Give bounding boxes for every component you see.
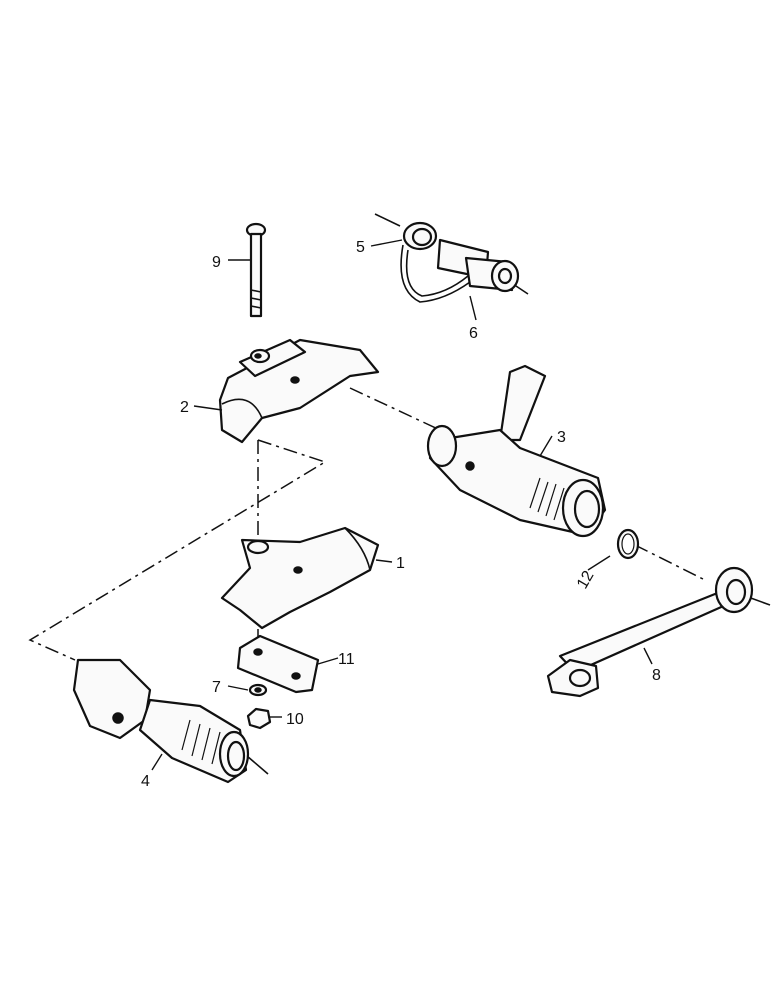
callout-12: 12 <box>574 568 598 592</box>
callout-11: 11 <box>338 651 355 668</box>
callout-1: 1 <box>396 555 405 572</box>
part-1-lower-bracket <box>220 526 380 630</box>
leader-lines <box>151 239 653 771</box>
part-5-6-pin-and-chain <box>400 221 520 303</box>
part-2-upper-bracket <box>218 338 380 444</box>
callout-7: 7 <box>212 679 221 696</box>
part-10-nut <box>246 707 272 730</box>
part-8-handle <box>546 566 754 698</box>
callout-6: 6 <box>469 325 478 342</box>
part-9-bolt <box>245 222 267 318</box>
callout-2: 2 <box>180 399 189 416</box>
part-3-coupler <box>426 364 607 538</box>
callout-4: 4 <box>141 773 150 790</box>
part-4-coupler <box>72 658 250 784</box>
callout-labels: 9 5 6 2 3 1 12 11 7 10 4 8 <box>141 239 661 790</box>
callout-3: 3 <box>557 429 566 446</box>
part-12-ring <box>616 528 640 560</box>
part-7-washer <box>248 683 268 697</box>
callout-10: 10 <box>286 711 304 728</box>
part-11-plate <box>236 634 320 694</box>
callout-8: 8 <box>652 667 661 684</box>
callout-5: 5 <box>356 239 365 256</box>
callout-9: 9 <box>212 254 221 271</box>
